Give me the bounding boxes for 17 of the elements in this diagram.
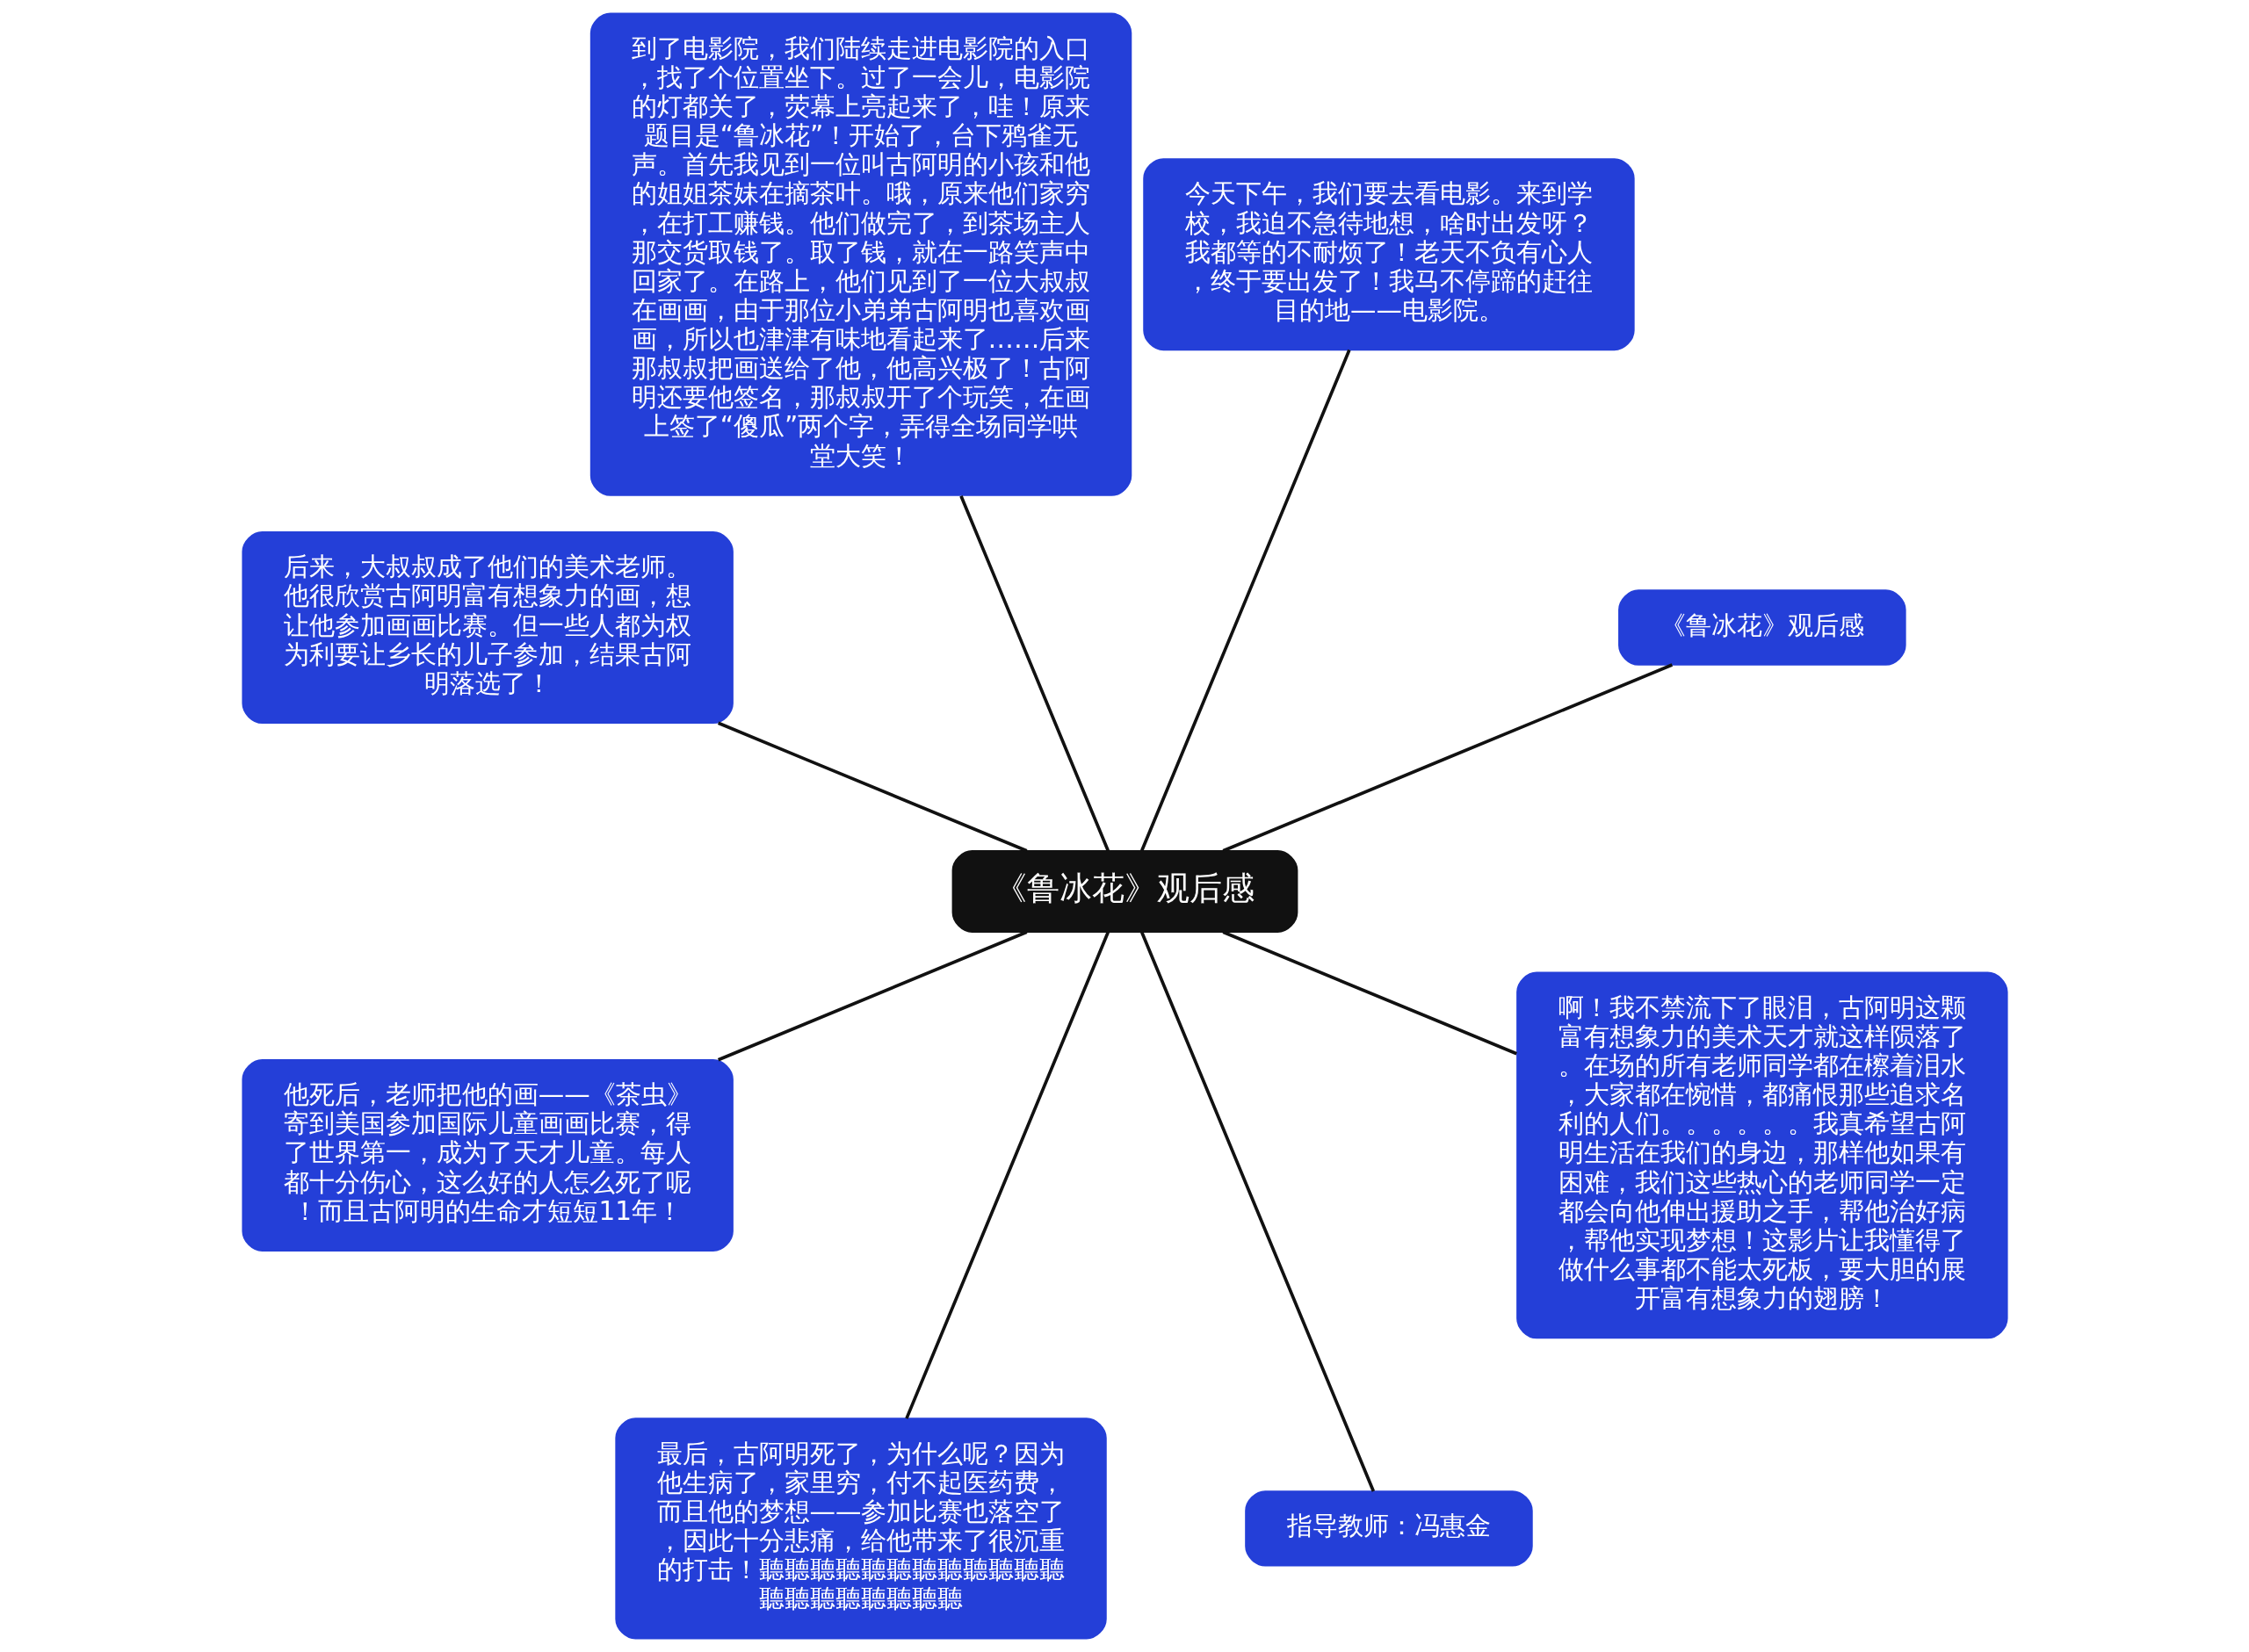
connector: [958, 495, 1110, 852]
node-box: 指导教师：冯惠金: [1244, 1490, 1533, 1567]
connector: [1139, 931, 1375, 1492]
node-box: 今天下午，我们要去看电影。来到学校，我迫不急待地想，啥时出发呀？我都等的不耐烦了！老天不负有心人，终于要出发了！我马不停蹄的赶往目的地——电影院。: [1142, 158, 1635, 351]
node-box: 到了电影院，我们陆续走进电影院的入口，找了个位置坐下。过了一会儿，电影院的灯都关了，荧幕上亮起来了，哇！原来题目是“鲁冰花”！开始了，台下鸦雀无声。首先我见到一位叫古阿明的小孩和他的姐姐茶妹在摘茶叶。哦，原来他们家穷，在打工赚钱。他们做完了，到茶场主人那交货取钱了。取了钱，就在一路笑声中回家了。在路上，他们见到了一位大叔叔在画画，由于那位小弟弟古阿明也喜欢画画，所以也津津有味地看起来了……后来那叔叔把画送给了他，他高兴极了！古阿明还要他签名，那叔叔开了个玩笑，在画上签了“傻瓜”两个字，弄得全场同学哄堂大笑！: [589, 12, 1132, 496]
connector: [717, 930, 1027, 1062]
node-box: 《鲁冰花》观后感: [1617, 589, 1906, 666]
connector: [1222, 930, 1517, 1056]
node-box: 《鲁冰花》观后感: [951, 850, 1298, 933]
node-box: 他死后，老师把他的画——《茶虫》寄到美国参加国际儿童画画比赛，得了世界第一，成为了天才儿童。每人都十分伤心，这么好的人怎么死了呢！而且古阿明的生命才短短11年！: [241, 1059, 734, 1252]
node-box: 最后，古阿明死了，为什么呢？因为他生病了，家里穷，付不起医药费，而且他的梦想——参加比赛也落空了，因此十分悲痛，给他带来了很沉重的打击！聽聽聽聽聽聽聽聽聽聽聽聽聽聽聽聽聽聽聽聽: [614, 1418, 1107, 1640]
node-box: 后来，大叔叔成了他们的美术老师。他很欣赏古阿明富有想象力的画，想让他参加画画比赛。但一些人都为权为利要让乡长的儿子参加，结果古阿明落选了！: [241, 531, 734, 725]
node-box: 啊！我不禁流下了眼泪，古阿明这颗富有想象力的美术天才就这样陨落了。在场的所有老师同学都在檫着泪水，大家都在惋惜，都痛恨那些追求名利的人们。。。。。。我真希望古阿明生活在我们的身边，那样他如果有困难，我们这些热心的老师同学一定都会向他伸出援助之手，帮他治好病，帮他实现梦想！这影片让我懂得了做什么事都不能太死板，要大胆的展开富有想象力的翅膀！: [1515, 971, 2008, 1339]
connector: [904, 931, 1110, 1419]
connector: [1222, 663, 1673, 853]
connector: [717, 721, 1027, 853]
connector: [1139, 349, 1351, 852]
